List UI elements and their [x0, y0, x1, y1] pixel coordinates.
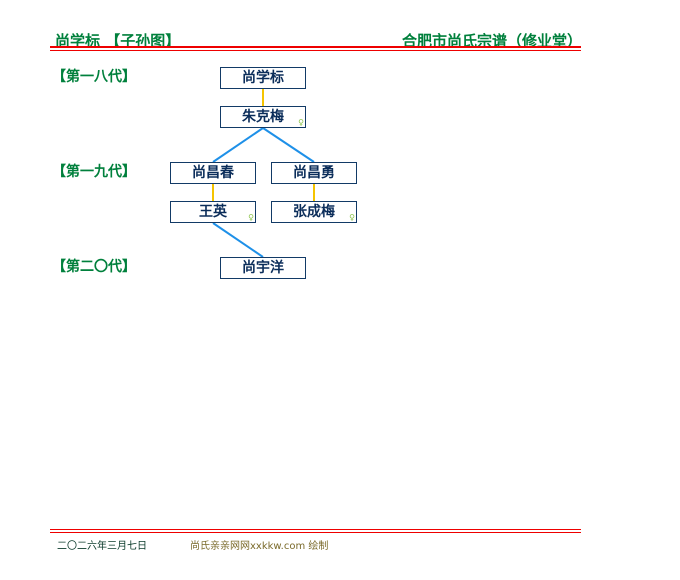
- person-name: 尚学标: [242, 70, 284, 86]
- footer-divider: [50, 532, 581, 533]
- footer-date: 二〇二六年三月七日: [57, 541, 147, 552]
- generation-label: 【第一九代】: [52, 164, 136, 180]
- site-title: 合肥市尚氏宗谱（修业堂）: [402, 32, 583, 50]
- header-divider: [50, 46, 581, 48]
- female-icon: ♀: [349, 213, 355, 222]
- female-icon: ♀: [248, 213, 254, 222]
- person-box[interactable]: 王英 ♀: [170, 201, 256, 223]
- person-box[interactable]: 尚学标: [220, 67, 306, 89]
- person-name: 尚昌春: [192, 165, 234, 181]
- female-icon: ♀: [298, 118, 304, 127]
- person-box[interactable]: 尚昌勇: [271, 162, 357, 184]
- person-box[interactable]: 尚宇洋: [220, 257, 306, 279]
- header-divider: [50, 50, 581, 51]
- person-box[interactable]: 张成梅 ♀: [271, 201, 357, 223]
- person-name: 尚昌勇: [293, 165, 335, 181]
- person-name: 朱克梅: [242, 109, 284, 125]
- generation-label: 【第二〇代】: [52, 259, 136, 275]
- generation-label: 【第一八代】: [52, 69, 136, 85]
- person-name: 张成梅: [293, 204, 335, 220]
- child-line: [212, 222, 264, 258]
- person-box[interactable]: 朱克梅 ♀: [220, 106, 306, 128]
- footer-divider: [50, 529, 581, 530]
- footer-credit: 尚氏亲亲网网xxkkw.com 绘制: [190, 541, 329, 552]
- person-box[interactable]: 尚昌春: [170, 162, 256, 184]
- person-name: 尚宇洋: [242, 260, 284, 276]
- child-line: [262, 127, 315, 163]
- page-title: 尚学标 【子孙图】: [55, 32, 181, 50]
- person-name: 王英: [199, 204, 227, 220]
- child-line: [212, 127, 264, 163]
